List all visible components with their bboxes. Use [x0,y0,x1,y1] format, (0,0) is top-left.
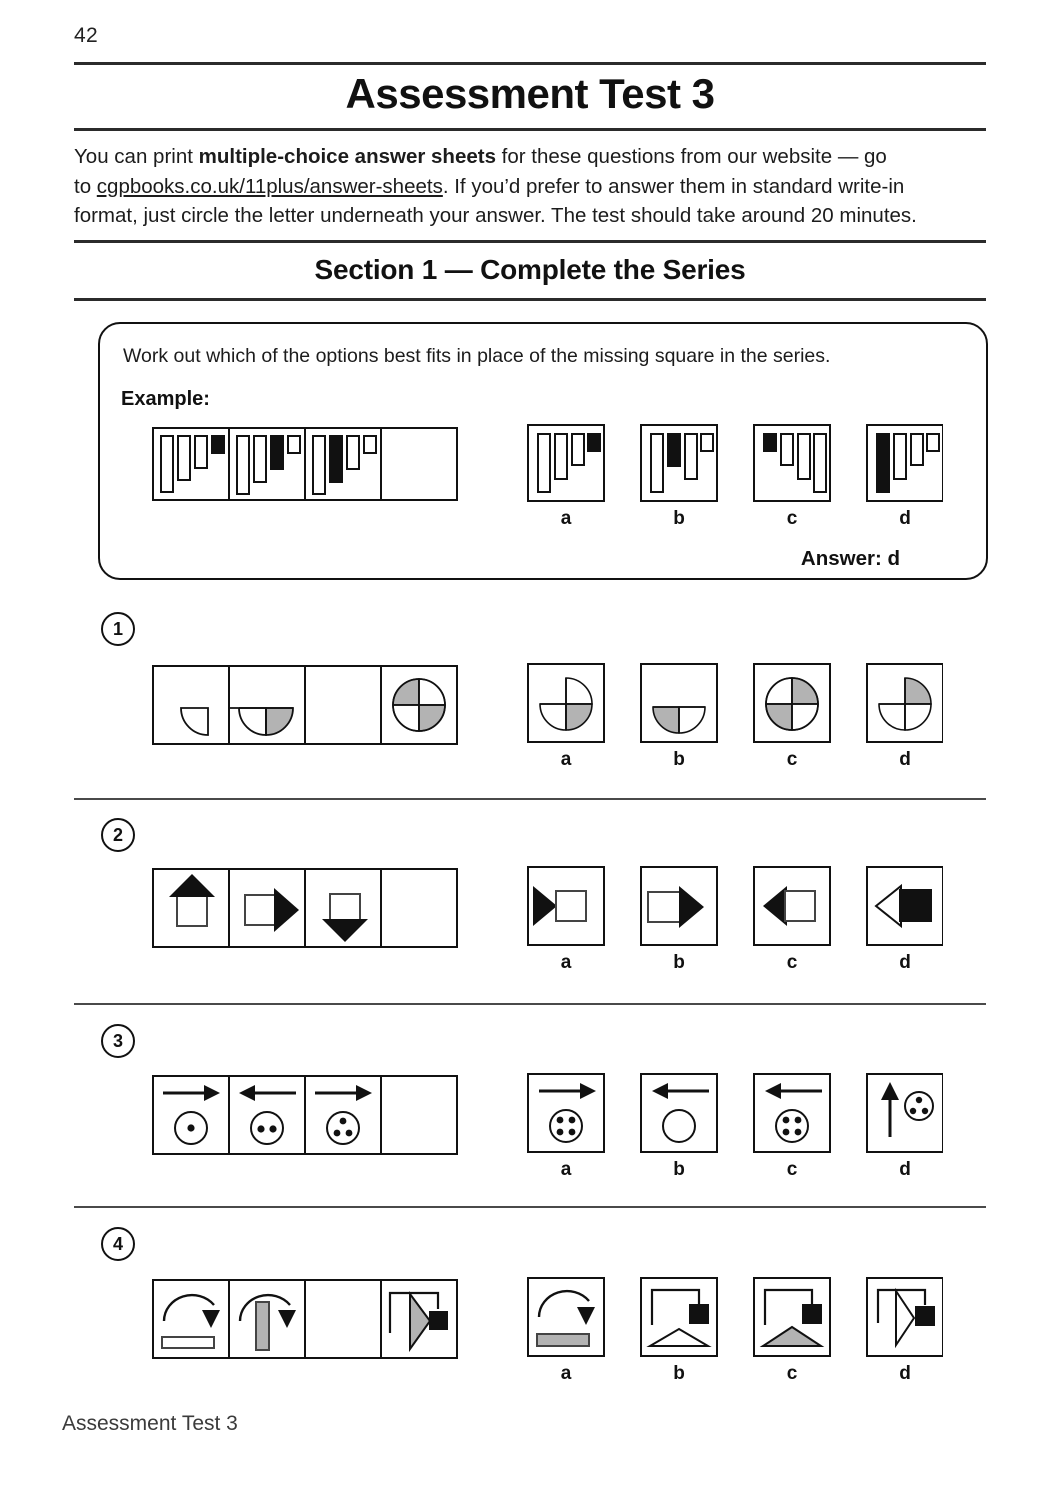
question-4-series [152,1279,458,1359]
separator-after-question-1 [74,798,986,800]
separator-after-question-2 [74,1003,986,1005]
rule-above-title [74,62,986,65]
question-4-option-letter-b[interactable]: b [673,1363,685,1384]
page-footer: Assessment Test 3 [62,1412,238,1435]
question-3-option-letter-c[interactable]: c [786,1159,798,1180]
rule-below-title [74,128,986,131]
question-number-1: 1 [101,612,135,646]
question-2-options: a b c d [527,866,943,973]
example-options: a b c d [527,424,943,529]
question-3-option-letter-d[interactable]: d [899,1159,911,1180]
question-1-option-letter-c[interactable]: c [786,749,798,770]
question-2-option-letter-c[interactable]: c [786,952,798,973]
question-3-option-letter-b[interactable]: b [673,1159,685,1180]
intro-paragraph: You can print multiple-choice answer she… [74,142,986,231]
example-option-letter-a[interactable]: a [560,508,572,529]
intro-text-4: . If you’d prefer to answer them in stan… [442,174,905,198]
question-3-series [152,1075,458,1155]
intro-text-2: for these questions from our website — g… [495,145,887,168]
question-2-series [152,868,458,948]
separator-after-question-3 [74,1206,986,1208]
intro-text-1: You can print [74,145,199,168]
question-1-series [152,665,458,745]
example-label: Example: [121,388,210,410]
answer-sheets-link[interactable]: cgpbooks.co.uk/11plus/answer-sheets [96,174,443,198]
example-series [152,427,458,501]
page-number: 42 [74,24,98,47]
question-number-4: 4 [101,1227,135,1261]
example-option-letter-c[interactable]: c [786,508,798,529]
intro-bold-1: multiple-choice answer sheets [198,145,496,168]
example-answer: Answer: d [800,547,900,570]
question-1-option-letter-b[interactable]: b [673,749,685,770]
intro-text-3: to [74,174,97,198]
example-option-letter-d[interactable]: d [899,508,911,529]
question-3-options: a b c d [527,1073,943,1180]
question-2-option-letter-b[interactable]: b [673,952,685,973]
question-2-option-letter-a[interactable]: a [560,952,572,973]
example-instruction: Work out which of the options best fits … [123,345,831,367]
question-number-3: 3 [101,1024,135,1058]
rule-above-section [74,240,986,243]
section-heading: Section 1 — Complete the Series [314,254,746,285]
question-4-option-letter-d[interactable]: d [899,1363,911,1384]
question-1-options: a b c d [527,663,943,770]
question-2-option-letter-d[interactable]: d [899,952,911,973]
question-1-option-letter-d[interactable]: d [899,749,911,770]
question-number-2: 2 [101,818,135,852]
example-option-letter-b[interactable]: b [673,508,685,529]
question-4-option-letter-a[interactable]: a [560,1363,572,1384]
question-4-option-letter-c[interactable]: c [786,1363,798,1384]
question-3-option-letter-a[interactable]: a [560,1159,572,1180]
page-title: Assessment Test 3 [345,70,715,117]
question-4-options: a b c d [527,1277,943,1384]
intro-text-5: format, just circle the letter underneat… [74,204,917,228]
rule-below-section [74,298,986,301]
question-1-option-letter-a[interactable]: a [560,749,572,770]
